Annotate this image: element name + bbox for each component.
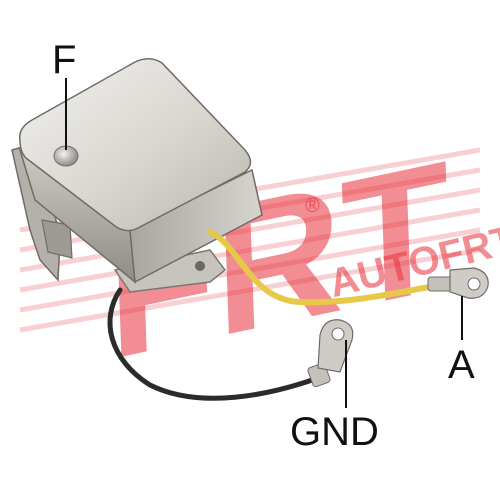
mounting-hole: [195, 261, 205, 271]
watermark-registered: ®: [305, 195, 320, 217]
armature-ring-terminal: [427, 267, 489, 299]
ground-wire: [107, 287, 321, 401]
housing-top-face: [19, 58, 252, 232]
armature-wire: [207, 229, 443, 306]
mounting-tab: [41, 219, 73, 259]
base-plate: [113, 249, 227, 293]
ground-terminal-label: GND: [290, 410, 379, 454]
field-terminal-label: F: [52, 38, 77, 82]
ground-ring-terminal: [307, 319, 354, 388]
armature-terminal-label: A: [448, 343, 475, 387]
